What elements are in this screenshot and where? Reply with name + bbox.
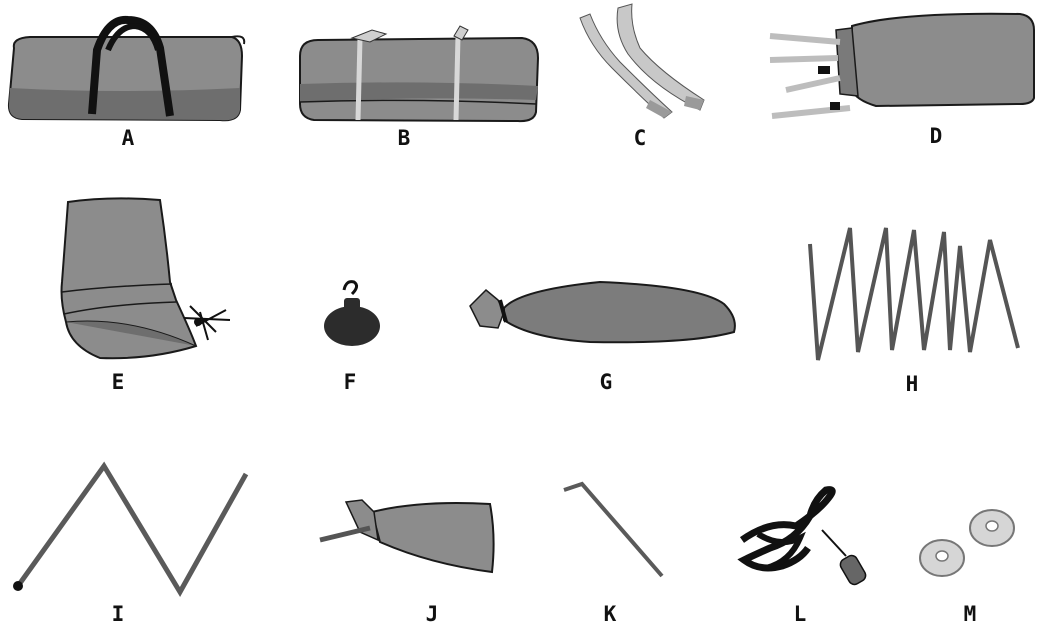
rolled-mat-with-ties-icon xyxy=(300,26,538,121)
weight-icon xyxy=(324,282,380,346)
label-k: K xyxy=(590,604,630,625)
straps-icon xyxy=(580,4,704,118)
label-m: M xyxy=(950,604,990,625)
label-a: A xyxy=(108,128,148,149)
stake-bag-icon xyxy=(320,500,494,572)
folded-poles-icon xyxy=(810,228,1018,360)
label-b: B xyxy=(384,128,424,149)
label-c: C xyxy=(620,128,660,149)
label-f: F xyxy=(330,372,370,393)
guy-line-rope-icon xyxy=(742,490,868,587)
washers-icon xyxy=(920,510,1014,576)
label-i: I xyxy=(98,604,138,625)
folded-fly-with-cords-icon xyxy=(62,198,231,358)
label-e: E xyxy=(98,372,138,393)
shock-corded-pole-icon xyxy=(18,466,246,592)
label-d: D xyxy=(916,126,956,147)
tent-stake-icon xyxy=(564,484,662,576)
tent-bag-with-handles-icon xyxy=(9,20,244,120)
label-j: J xyxy=(412,604,452,625)
tent-body-with-straps-icon xyxy=(770,14,1034,116)
pole-end-cap-icon xyxy=(13,581,23,591)
label-g: G xyxy=(586,372,626,393)
tied-sack-icon xyxy=(470,282,735,342)
label-h: H xyxy=(892,374,932,395)
label-l: L xyxy=(780,604,820,625)
